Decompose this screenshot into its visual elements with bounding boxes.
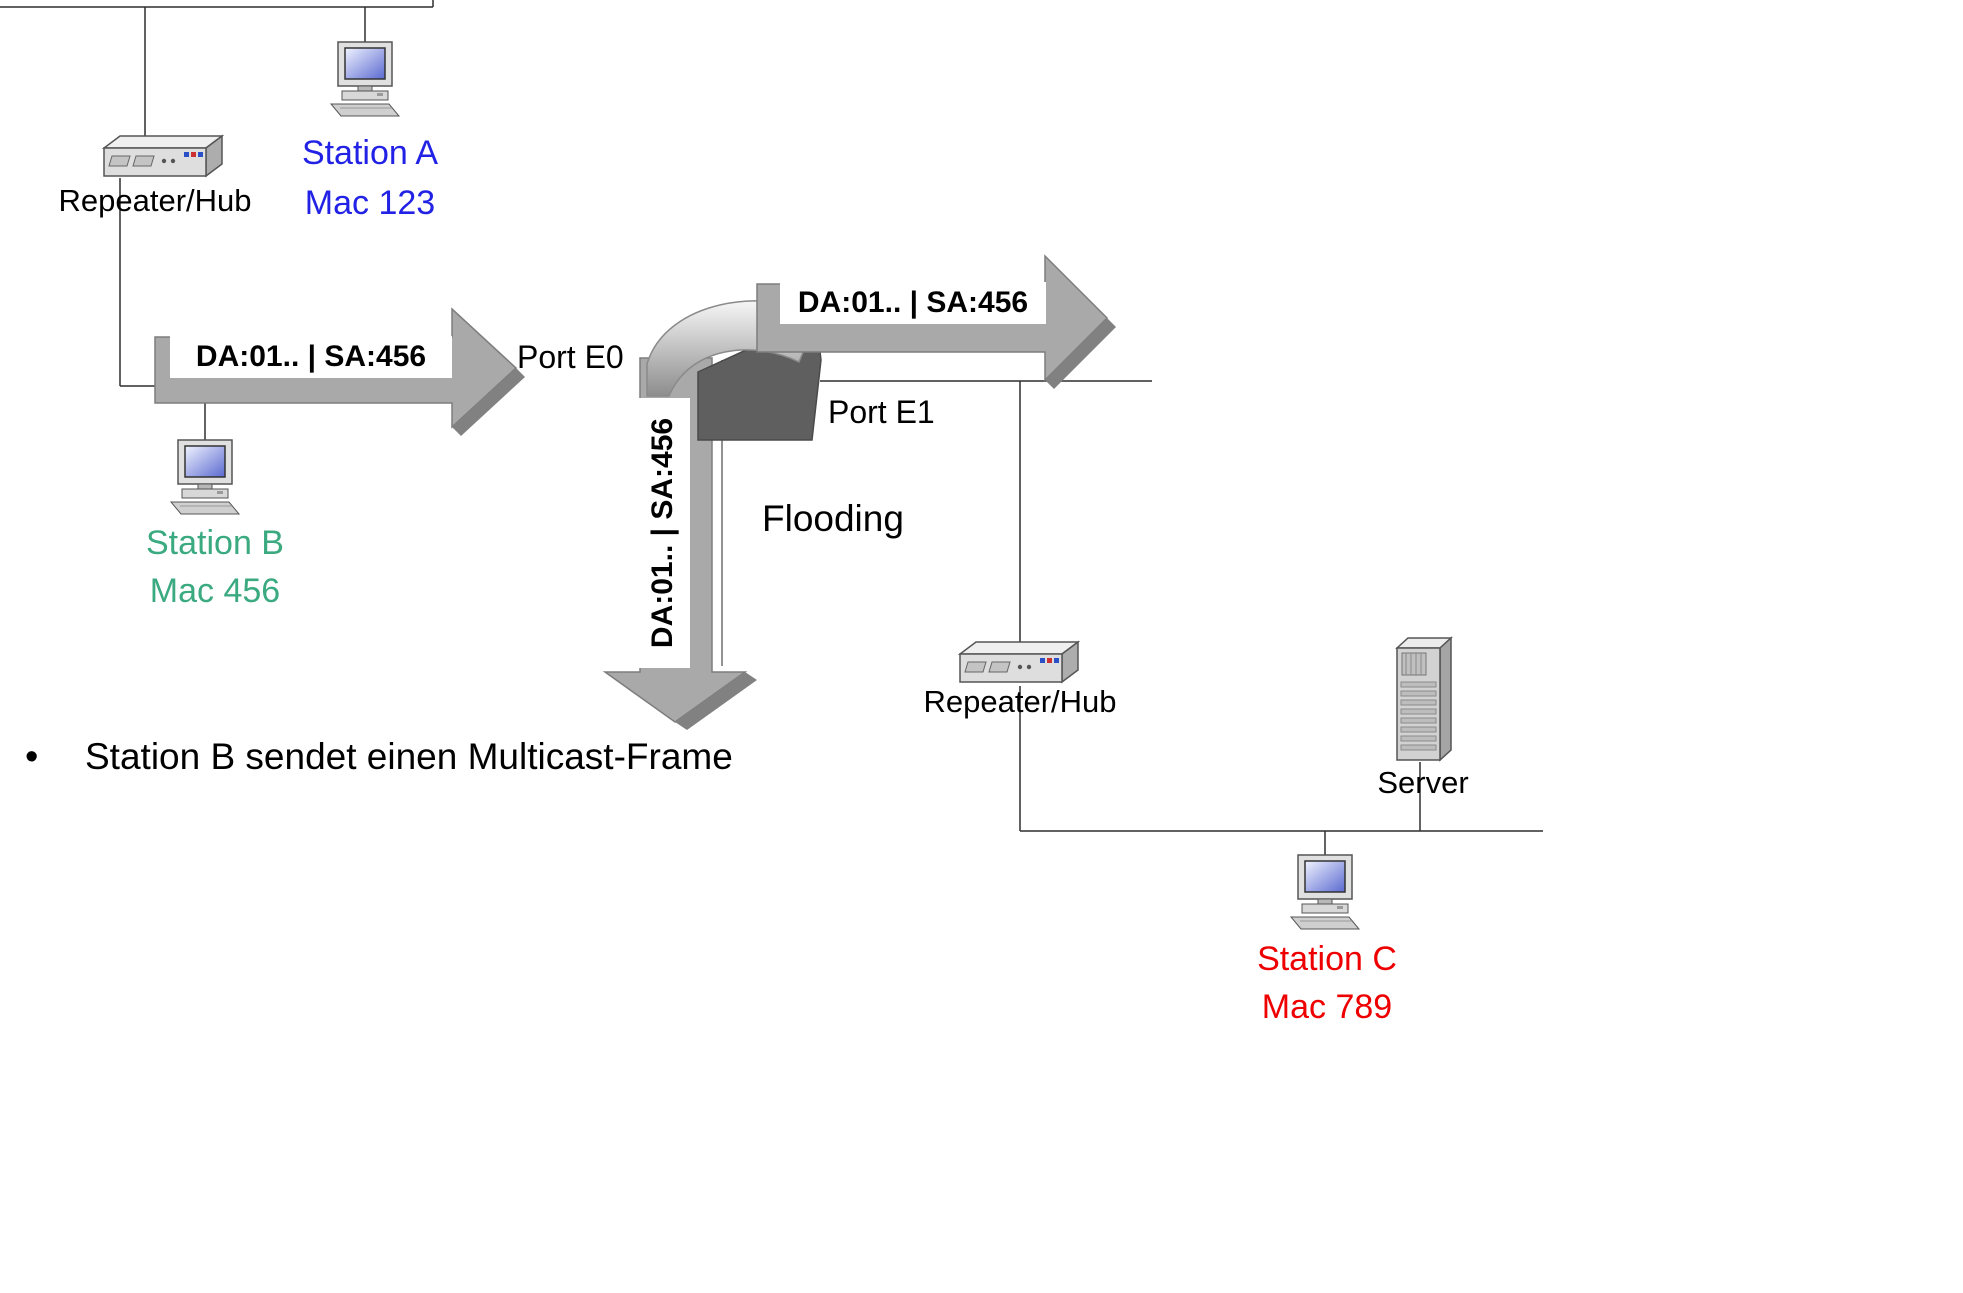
hub-right-label: Repeater/Hub (923, 684, 1117, 719)
station-b-mac: Mac 456 (149, 572, 281, 610)
server-label: Server (1377, 765, 1469, 800)
port-e1-label: Port E1 (828, 394, 935, 430)
frame-label-left: DA:01.. | SA:456 (170, 336, 452, 378)
bullet-marker: • (25, 736, 39, 778)
station-b-name: Station B (146, 524, 284, 562)
station-a-computer-icon (319, 40, 411, 137)
bullet-text: Station B sendet einen Multicast-Frame (85, 736, 733, 777)
flooding-label: Flooding (762, 498, 904, 539)
station-c-name: Station C (1257, 940, 1397, 978)
server-icon (1388, 636, 1458, 769)
left-arrow-fold (452, 368, 525, 436)
right-arrow-fold (1045, 318, 1116, 389)
hub-left-icon (96, 132, 226, 189)
frame-label-down: DA:01.. | SA:456 (636, 398, 690, 668)
down-arrow-fold (675, 672, 757, 730)
station-c-computer-icon (1279, 853, 1371, 950)
frame-label-right: DA:01.. | SA:456 (780, 282, 1046, 324)
hub-right-icon (952, 638, 1082, 695)
station-c-mac: Mac 789 (1261, 988, 1393, 1026)
station-a-name: Station A (301, 134, 439, 172)
hub-left-label: Repeater/Hub (58, 183, 252, 218)
station-a-mac: Mac 123 (304, 184, 436, 222)
port-e0-label: Port E0 (517, 339, 624, 375)
station-b-computer-icon (159, 438, 251, 535)
